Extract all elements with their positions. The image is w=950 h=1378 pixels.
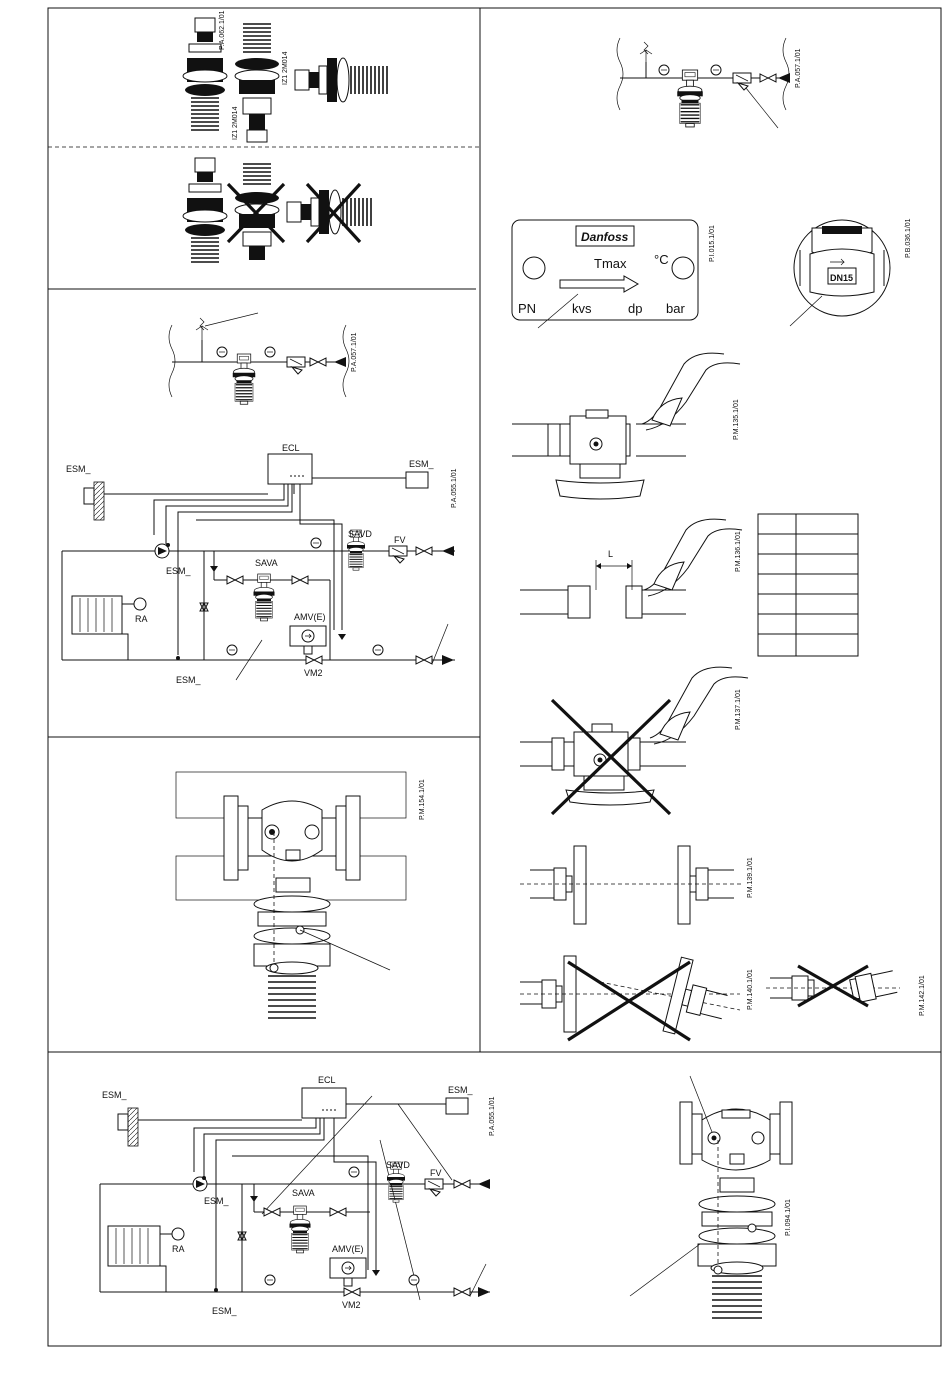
sava-label-2: SAVA [292, 1188, 315, 1198]
bar-label: bar [666, 301, 685, 316]
ref-flange-wrong: P.M.140.1/01 [747, 969, 754, 1010]
ra-label: RA [135, 614, 148, 624]
flange-misaligned: P.M.140.1/01 [520, 955, 754, 1042]
thread-misaligned: P.M.142.1/01 [766, 964, 926, 1016]
dp-label: dp [628, 301, 642, 316]
insulation-valve: P.M.154.1/01 [175, 771, 426, 1019]
ref-top-install: P.A.057.1/01 [795, 48, 802, 88]
esm-room-sensor [405, 471, 429, 489]
esm-return-label-2: ESM_ [212, 1306, 238, 1316]
nameplate: Danfoss Tmax °C PN kvs dp bar P.I.015.1/… [511, 219, 716, 329]
code-a: P.A.062.1/01 [219, 10, 226, 50]
page-frame [47, 7, 942, 1347]
ref-insulation: P.M.154.1/01 [419, 779, 426, 820]
valve-bottom-right: P.I.094.1/01 [629, 1075, 793, 1319]
mounting-positions-not-allowed [182, 157, 372, 263]
welding-distance: L P.M.136.1/01 [520, 513, 859, 657]
esm-room-label-2: ESM_ [448, 1085, 474, 1095]
esm-outdoor-label: ESM_ [66, 464, 92, 474]
ref-flange-ok: P.M.139.1/01 [747, 857, 754, 898]
ref-nameplate: P.I.015.1/01 [709, 225, 716, 262]
ref-mount-left: P.A.057.1/01 [351, 332, 358, 372]
ra-label-2: RA [172, 1244, 185, 1254]
pn-label: PN [518, 301, 536, 316]
welding-ok: P.M.135.1/01 [512, 352, 741, 500]
amv-label-2: AMV(E) [332, 1244, 364, 1254]
fv-label: FV [394, 535, 406, 545]
cross-mark-1 [226, 182, 286, 244]
kvs-label: kvs [572, 301, 592, 316]
dn-marking: DN15 P.B.036.1/01 [789, 218, 912, 327]
ecl-controller [267, 453, 313, 485]
vm2-label: VM2 [304, 668, 323, 678]
installation-strainer-left: P.A.057.1/01 [168, 312, 358, 405]
application-scheme-2: ECL ESM_ ESM_ ESM_ SAVD FV ESM_ [99, 1075, 496, 1316]
cross-mark-2 [305, 182, 362, 244]
savd-label-2: SAVD [386, 1160, 410, 1170]
ref-scheme-1: P.A.055.1/01 [451, 468, 458, 508]
dn-label: DN15 [830, 273, 853, 283]
code-c: IZ1 2M014 [232, 106, 239, 140]
ref-weld-distance: P.M.136.1/01 [735, 531, 742, 572]
brand-logo: Danfoss [581, 230, 629, 244]
radiator [71, 595, 123, 635]
welding-wrong: P.M.137.1/01 [520, 666, 749, 816]
savd-label: SAVD [348, 529, 372, 539]
ref-scheme-2: P.A.055.1/01 [489, 1096, 496, 1136]
esm-outdoor-label-2: ESM_ [102, 1090, 128, 1100]
esm-supply-label: ESM_ [166, 566, 192, 576]
sava-label: SAVA [255, 558, 278, 568]
esm-room-label: ESM_ [409, 459, 435, 469]
fv-label-2: FV [430, 1168, 442, 1178]
code-b: IZ1 2M014 [282, 51, 289, 85]
distance-label: L [608, 549, 613, 559]
esm-return-label: ESM_ [176, 675, 202, 685]
esm-supply-label-2: ESM_ [204, 1196, 230, 1206]
installation-strainer-right: P.A.057.1/01 [616, 37, 802, 129]
amv-label: AMV(E) [294, 612, 326, 622]
tmax-label: Tmax [594, 256, 627, 271]
unit-c-label: °C [654, 252, 669, 267]
ecl-label: ECL [282, 443, 300, 453]
flange-aligned: P.M.139.1/01 [520, 845, 754, 925]
ref-valve-bottom: P.I.094.1/01 [785, 1199, 792, 1236]
ref-thread-wrong: P.M.142.1/01 [919, 975, 926, 1016]
ref-dn: P.B.036.1/01 [905, 218, 912, 258]
application-scheme-1: ECL ESM_ ESM_ ESM_ SAVD FV [61, 443, 458, 685]
ref-weld-wrong: P.M.137.1/01 [735, 689, 742, 730]
distance-table [757, 513, 859, 657]
ecl-label-2: ECL [318, 1075, 336, 1085]
mounting-positions-allowed: P.A.062.1/01 IZ1 2M014 IZ1 2M014 [182, 10, 388, 143]
vm2-label-2: VM2 [342, 1300, 361, 1310]
ref-weld-ok: P.M.135.1/01 [733, 399, 740, 440]
